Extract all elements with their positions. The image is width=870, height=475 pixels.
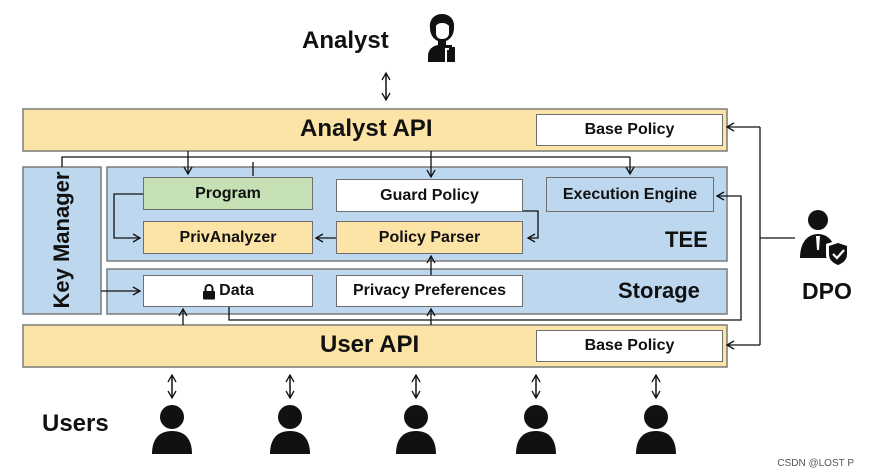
data-box: Data	[143, 275, 313, 307]
privacy-preferences-box: Privacy Preferences	[336, 275, 523, 307]
user-icon	[516, 405, 556, 454]
key-manager-label: Key Manager	[49, 171, 74, 309]
user-icon	[396, 405, 436, 454]
users-link-arrows	[167, 373, 661, 400]
user-icon	[636, 405, 676, 454]
program-box: Program	[143, 177, 313, 210]
policy-parser-box: Policy Parser	[336, 221, 523, 254]
user-icon	[152, 405, 192, 454]
lock-icon	[202, 283, 216, 300]
base-policy-top-box: Base Policy	[536, 114, 723, 146]
analyst-label: Analyst	[302, 27, 389, 54]
guard-policy-box: Guard Policy	[336, 179, 523, 212]
base-policy-bottom-box: Base Policy	[536, 330, 723, 362]
guard-to-parser-arrow	[523, 210, 539, 243]
data-to-engine-arrow	[228, 191, 742, 321]
analyst-chart-icon	[428, 14, 455, 62]
privanalyzer-box: PrivAnalyzer	[143, 221, 313, 254]
user-icon	[270, 405, 310, 454]
execution-engine-box: Execution Engine	[546, 177, 714, 212]
storage-label: Storage	[618, 278, 700, 303]
officer-shield-icon	[800, 210, 850, 268]
program-to-privanalyzer-arrow	[113, 193, 143, 243]
user-api-label: User API	[320, 331, 420, 358]
dpo-to-base-policy-arrows	[725, 122, 795, 350]
analyst-api-distribution-arrows	[61, 151, 635, 179]
tee-label: TEE	[665, 227, 708, 252]
users-label: Users	[42, 410, 109, 437]
watermark: CSDN @LOST P	[777, 458, 854, 469]
dpo-label: DPO	[802, 278, 852, 304]
analyst-api-label: Analyst API	[300, 115, 433, 142]
data-label: Data	[219, 282, 254, 299]
